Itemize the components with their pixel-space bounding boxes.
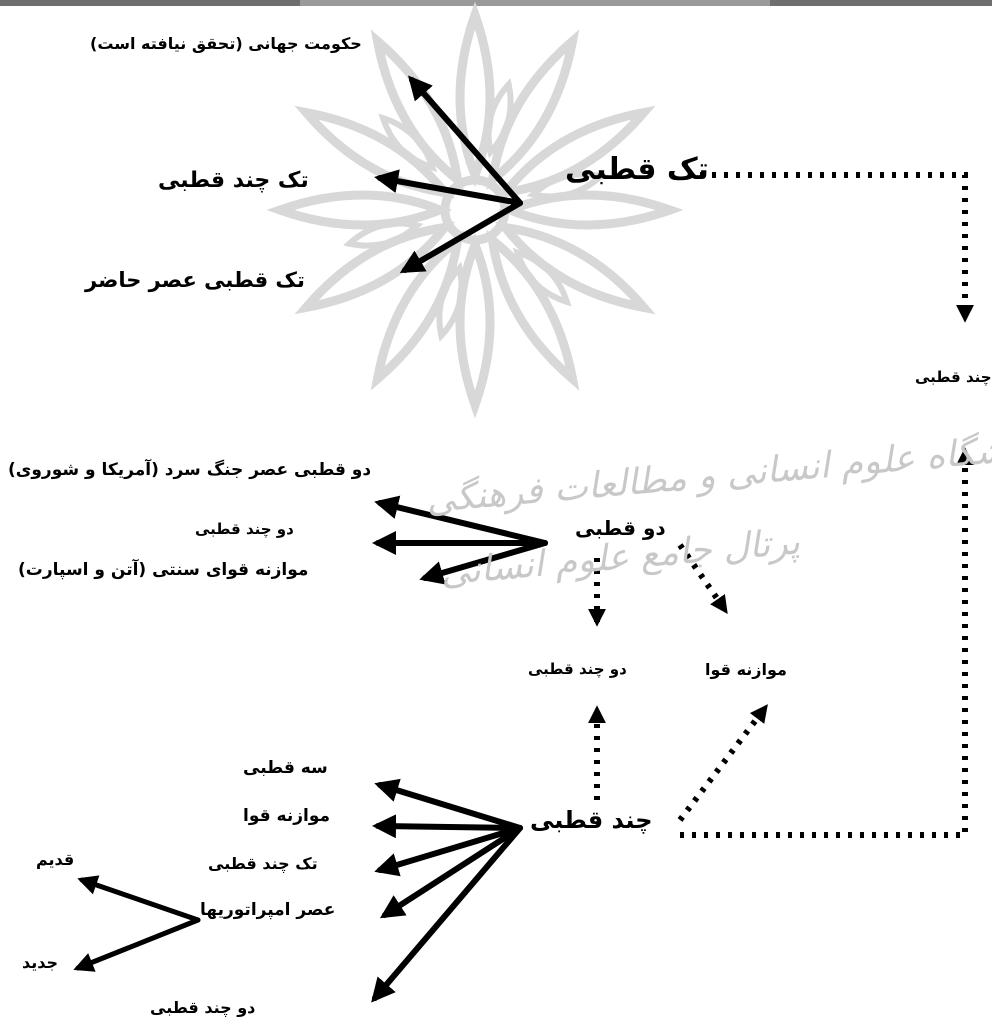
- node-unipolar: تک قطبی: [565, 152, 709, 187]
- node-uni-multipolar-right: تک چند قطبی: [915, 368, 992, 386]
- label-uni-multipolar-top: تک چند قطبی: [158, 168, 309, 193]
- rosette-inner-petal: [378, 113, 438, 173]
- node-bipolar: دو قطبی: [575, 516, 666, 540]
- node-balance-of-power-center: موازنه قوا: [705, 660, 787, 679]
- rosette-inner-petal: [485, 78, 514, 159]
- watermark-rosette: [266, 1, 684, 419]
- arrow-to-old: [77, 875, 201, 923]
- arrow-to-cold-war: [374, 495, 548, 546]
- arrow-to-new: [73, 917, 201, 972]
- dotted-multipolar-to-balance: [677, 704, 768, 822]
- bipolar-arrows: [372, 495, 548, 585]
- arrow-to-bi-multipolar: [371, 825, 523, 1003]
- dotted-connectors: [588, 172, 974, 838]
- rosette-petal: [497, 190, 684, 230]
- arrow-to-traditional-balance: [419, 540, 548, 585]
- dotted-multipolar-to-right: [680, 447, 974, 838]
- top-bar-segment: [300, 0, 770, 6]
- label-tripolar: سه قطبی: [243, 758, 328, 778]
- arrow-to-present-unipolar: [399, 200, 523, 274]
- label-age-of-empires: عصر امپراتوریها: [200, 900, 336, 920]
- label-cold-war: دو قطبی عصر جنگ سرد (آمریکا و شوروی): [8, 460, 372, 480]
- dotted-bipolar-to-balance: [677, 543, 728, 614]
- arrow-to-uni-multipolar: [374, 169, 523, 206]
- rosette-inner-petal: [512, 247, 572, 307]
- rosette-petal: [266, 190, 453, 230]
- top-bar: [0, 0, 992, 6]
- arrow-to-world-government: [408, 75, 523, 206]
- label-new: جدید: [22, 953, 59, 972]
- label-balance-of-power-left: موازنه قوا: [243, 806, 331, 826]
- multipolar-arrows: [371, 778, 523, 1003]
- dotted-unipolar-to-right: [700, 172, 974, 323]
- arrow-to-tripolar: [374, 778, 523, 831]
- label-bi-multipolar-left: دو چند قطبی: [195, 520, 294, 538]
- rosette-inner-petal: [436, 261, 465, 342]
- unipolar-arrows: [374, 75, 523, 274]
- label-present-unipolar: تک قطبی عصر حاضر: [85, 268, 305, 292]
- label-traditional-balance: موازنه قوای سنتی (آتن و اسپارت): [18, 560, 309, 580]
- label-bi-multipolar-bottom: دو چند قطبی: [150, 998, 256, 1017]
- node-multipolar: چند قطبی: [530, 806, 653, 834]
- arrow-to-age-of-empires: [379, 825, 523, 919]
- empire-arrows: [73, 875, 201, 972]
- rosette-petal: [455, 232, 495, 419]
- node-bi-multipolar-center: دو چند قطبی: [528, 660, 627, 678]
- rosette-inner-petal: [343, 220, 424, 249]
- label-uni-multipolar-left: تک چند قطبی: [208, 854, 318, 873]
- label-world-government: حکومت جهانی (تحقق نیافته است): [90, 34, 362, 53]
- label-old: قدیم: [36, 850, 75, 869]
- arrow-to-uni-multipolar: [374, 825, 523, 877]
- arrow-to-balance-of-power: [372, 814, 523, 839]
- rosette-inner-petal: [526, 171, 607, 200]
